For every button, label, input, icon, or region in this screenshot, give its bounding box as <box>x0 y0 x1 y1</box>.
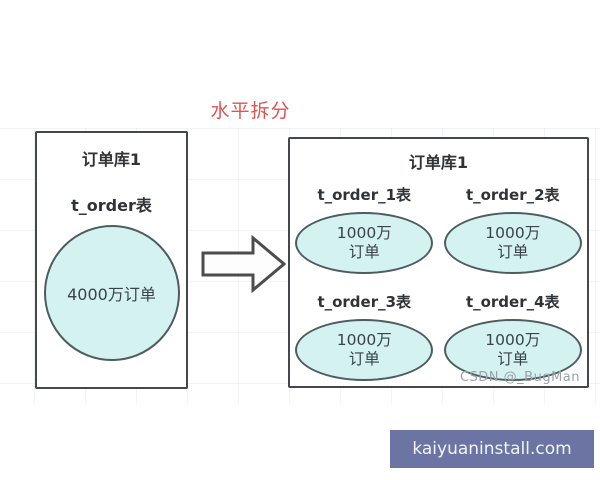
table-cell-3: t_order_3表 1000万 订单 <box>294 291 435 381</box>
table-ellipse: 1000万 订单 <box>443 319 582 381</box>
ellipse-line1: 1000万 <box>336 223 392 242</box>
left-table-circle: 4000万订单 <box>43 225 180 361</box>
diagram-title: 水平拆分 <box>210 100 291 122</box>
site-banner: kaiyuaninstall.com <box>390 430 594 468</box>
left-circle-text: 4000万订单 <box>67 285 156 304</box>
ellipse-line2: 订单 <box>497 243 529 261</box>
table-label: t_order_4表 <box>465 293 560 311</box>
ellipse-line2: 订单 <box>348 350 380 368</box>
left-database-box: 订单库1 t_order表 4000万订单 <box>35 131 188 389</box>
table-cell-1: t_order_1表 1000万 订单 <box>294 184 435 274</box>
table-ellipse: 1000万 订单 <box>443 212 582 274</box>
right-database-name: 订单库1 <box>408 153 469 172</box>
table-cell-4: t_order_4表 1000万 订单 <box>443 291 584 381</box>
left-database-name: 订单库1 <box>81 150 142 169</box>
ellipse-line2: 订单 <box>497 350 529 368</box>
sharded-tables-grid: t_order_1表 1000万 订单 t_order_2表 1000万 订单 … <box>290 184 587 381</box>
right-arrow-icon <box>200 234 288 294</box>
table-label: t_order_3表 <box>317 293 412 311</box>
table-label: t_order_1表 <box>317 186 412 204</box>
ellipse-line1: 1000万 <box>485 223 541 242</box>
left-table-label: t_order表 <box>71 196 152 215</box>
table-ellipse: 1000万 订单 <box>295 212 434 274</box>
right-database-box: 订单库1 t_order_1表 1000万 订单 t_order_2表 1000… <box>288 137 589 388</box>
ellipse-line1: 1000万 <box>336 330 392 349</box>
ellipse-line1: 1000万 <box>485 330 541 349</box>
csdn-watermark: CSDN @_BugMan <box>459 370 580 385</box>
table-label: t_order_2表 <box>465 186 560 204</box>
table-cell-2: t_order_2表 1000万 订单 <box>443 184 584 274</box>
table-ellipse: 1000万 订单 <box>295 319 434 381</box>
ellipse-line2: 订单 <box>348 243 380 261</box>
